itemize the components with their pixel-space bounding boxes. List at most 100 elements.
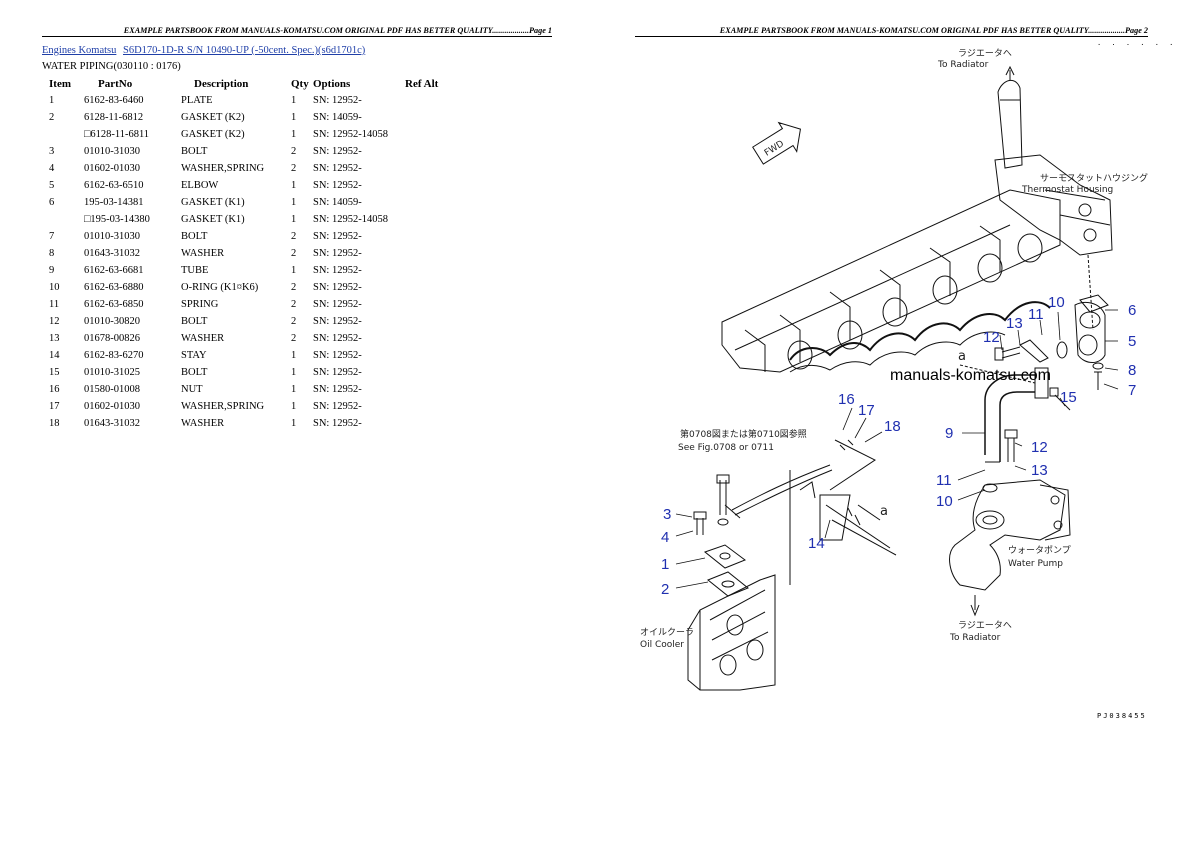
- elbow-drawing: [1074, 254, 1109, 390]
- cell-options: SN: 12952-: [313, 350, 362, 361]
- cell-partno: 6162-83-6270: [84, 350, 144, 361]
- cell-item: 18: [49, 418, 60, 429]
- see-fig-jp: 第0708図または第0710図参照: [680, 428, 807, 440]
- cell-qty: 1: [291, 418, 297, 429]
- col-partno: PartNo: [98, 78, 133, 90]
- cell-partno: 01580-01008: [84, 384, 140, 395]
- cell-partno: 6162-63-6510: [84, 180, 144, 191]
- callout-16: 16: [838, 391, 855, 408]
- cell-partno: 01678-00826: [84, 333, 140, 344]
- fwd-label: FWD: [763, 139, 786, 159]
- cell-qty: 1: [291, 197, 297, 208]
- cell-partno: 01010-30820: [84, 316, 140, 327]
- callout-1: 1: [661, 556, 669, 573]
- cell-qty: 1: [291, 129, 297, 140]
- cell-options: SN: 12952-: [313, 180, 362, 191]
- cell-item: 3: [49, 146, 55, 157]
- cell-options: SN: 12952-: [313, 95, 362, 106]
- thermo-en: Thermostat Housing: [1021, 185, 1113, 195]
- stay-drawing: [724, 439, 897, 585]
- radiator-bot-en: To Radiator: [949, 633, 1001, 643]
- page-header: EXAMPLE PARTSBOOK FROM MANUALS-KOMATSU.C…: [635, 26, 1148, 37]
- callout-14: 14: [808, 535, 825, 552]
- cell-item: 14: [49, 350, 60, 361]
- see-fig-en: See Fig.0708 or 0711: [678, 443, 774, 453]
- cell-options: SN: 12952-: [313, 299, 362, 310]
- callout-12-lower: 12: [1031, 439, 1048, 456]
- cell-description: WASHER,SPRING: [181, 163, 265, 174]
- cell-partno: 01010-31030: [84, 231, 140, 242]
- cell-description: GASKET (K2): [181, 112, 245, 123]
- cell-options: SN: 12952-: [313, 248, 362, 259]
- oil-cooler-jp: オイルクーラ: [640, 627, 694, 638]
- cell-description: BOLT: [181, 316, 208, 327]
- cell-description: WASHER,SPRING: [181, 401, 265, 412]
- water-pump-jp: ウォータポンプ: [1008, 545, 1071, 556]
- callout-11-lower: 11: [936, 472, 952, 489]
- callout-5: 5: [1128, 333, 1136, 350]
- cell-item: 12: [49, 316, 60, 327]
- ref-a-upper: a: [958, 349, 966, 364]
- cell-qty: 2: [291, 163, 297, 174]
- cell-item: 15: [49, 367, 60, 378]
- cell-options: SN: 14059-: [313, 197, 362, 208]
- callout-12-upper: 12: [983, 329, 1000, 346]
- watermark: manuals-komatsu.com: [890, 367, 1051, 384]
- callout-8: 8: [1128, 362, 1136, 379]
- cell-description: O-RING (K1¤K6): [181, 282, 259, 293]
- cell-item: 8: [49, 248, 55, 259]
- cell-description: WASHER: [181, 248, 225, 259]
- cell-item: 9: [49, 265, 55, 276]
- callout-13-lower: 13: [1031, 462, 1048, 479]
- cell-description: BOLT: [181, 231, 208, 242]
- cell-description: ELBOW: [181, 180, 219, 191]
- arrow-to-radiator-top: [1005, 65, 1015, 80]
- cell-qty: 2: [291, 146, 297, 157]
- cell-partno: □195-03-14380: [84, 214, 150, 225]
- cell-partno: 01010-31025: [84, 367, 140, 378]
- radiator-bot-jp: ラジエータへ: [958, 620, 1012, 631]
- cell-item: 16: [49, 384, 60, 395]
- page-1: EXAMPLE PARTSBOOK FROM MANUALS-KOMATSU.C…: [42, 26, 552, 429]
- breadcrumb-link-model[interactable]: S6D170-1D-R S/N 10490-UP (-50cent. Spec.…: [123, 45, 366, 56]
- cell-qty: 2: [291, 333, 297, 344]
- cell-description: SPRING: [181, 299, 219, 310]
- fwd-arrow: FWD: [752, 121, 802, 165]
- cell-qty: 2: [291, 248, 297, 259]
- cell-item: 1: [49, 95, 55, 106]
- cell-qty: 1: [291, 95, 297, 106]
- callout-4: 4: [661, 529, 669, 546]
- cell-qty: 1: [291, 265, 297, 276]
- cell-qty: 1: [291, 214, 297, 225]
- cell-options: SN: 12952-14058: [313, 214, 388, 225]
- tube-drawing: [959, 339, 1068, 463]
- thermostat-housing-drawing: [994, 79, 1113, 256]
- cell-description: GASKET (K1): [181, 197, 245, 208]
- cell-partno: 01602-01030: [84, 163, 140, 174]
- callout-11-upper: 11: [1028, 306, 1044, 323]
- cell-qty: 1: [291, 367, 297, 378]
- cell-options: SN: 12952-: [313, 418, 362, 429]
- plate-drawing: [693, 474, 749, 597]
- cell-description: GASKET (K2): [181, 129, 245, 140]
- cell-item: 13: [49, 333, 60, 344]
- callout-18: 18: [884, 418, 901, 435]
- breadcrumb-link-engines[interactable]: Engines Komatsu: [42, 45, 117, 56]
- cell-options: SN: 12952-: [313, 333, 362, 344]
- col-qty: Qty: [291, 78, 309, 90]
- thermo-jp: サーモスタットハウジング: [1040, 172, 1148, 184]
- cell-options: SN: 12952-14058: [313, 129, 388, 140]
- oil-cooler-en: Oil Cooler: [640, 640, 684, 650]
- callout-2: 2: [661, 581, 669, 598]
- col-ref-alt: Ref Alt: [405, 78, 439, 90]
- cell-options: SN: 12952-: [313, 231, 362, 242]
- cell-qty: 2: [291, 231, 297, 242]
- callout-13-upper: 13: [1006, 315, 1023, 332]
